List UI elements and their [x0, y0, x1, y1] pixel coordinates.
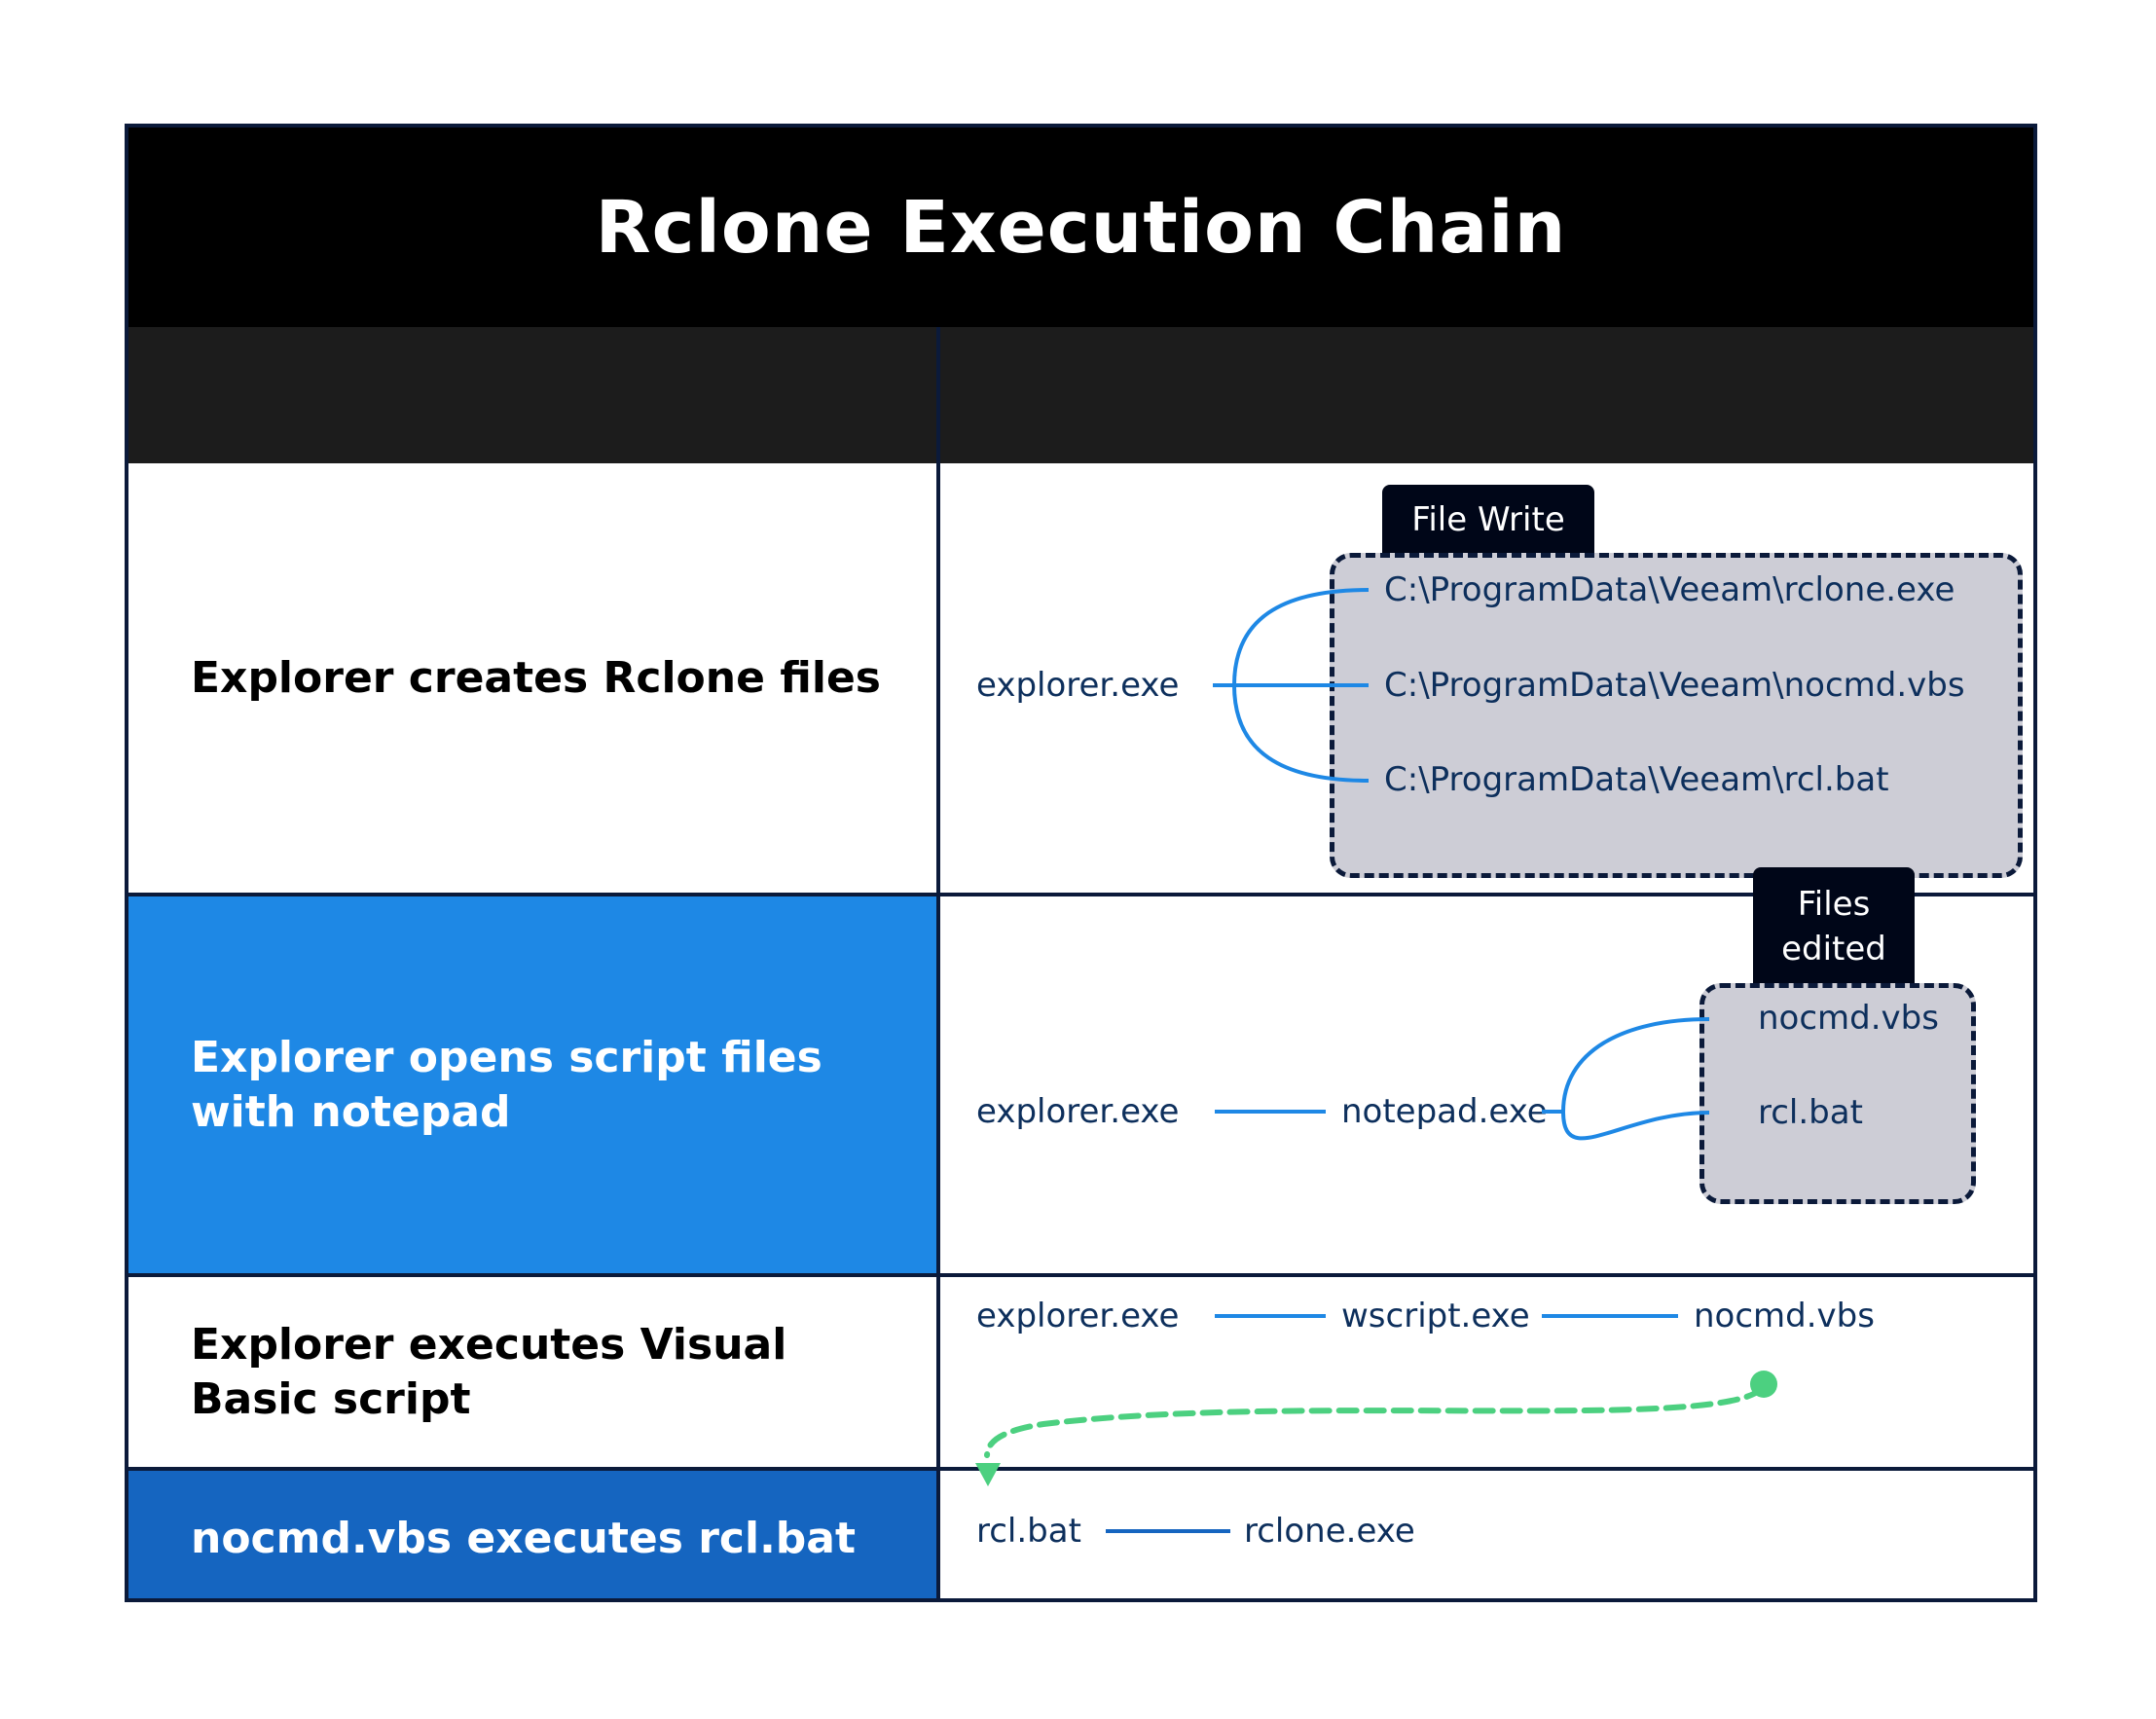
row-4-node-rclone: rclone.exe: [1244, 1512, 1415, 1551]
row-2-file-2: rcl.bat: [1758, 1093, 1863, 1132]
files-edited-group: [1699, 983, 1976, 1204]
row-1-source-node: explorer.exe: [976, 666, 1180, 705]
row-1-file-2: C:\ProgramData\Veeam\nocmd.vbs: [1384, 666, 1965, 705]
row-4-flow-cell: rcl.bat rclone.exe: [940, 1471, 2033, 1598]
title-bar: Rclone Execution Chain: [128, 128, 2033, 327]
row-2-file-1: nocmd.vbs: [1758, 999, 1939, 1038]
row-3-flow-cell: explorer.exe wscript.exe nocmd.vbs: [940, 1277, 2033, 1467]
row-4-connectors: [1106, 1529, 1230, 1533]
row-3: Explorer executes Visual Basic script ex…: [128, 1277, 2033, 1467]
row-2: Explorer opens script files with notepad…: [128, 867, 2033, 1273]
row-1-file-3: C:\ProgramData\Veeam\rcl.bat: [1384, 760, 1889, 799]
row-divider-2: [128, 1273, 2033, 1277]
row-3-node-explorer: explorer.exe: [976, 1297, 1180, 1335]
diagram-frame: Rclone Execution Chain Explorer creates …: [125, 124, 2037, 1602]
row-3-label-cell: Explorer executes Visual Basic script: [128, 1277, 936, 1467]
row-2-node-explorer: explorer.exe: [976, 1092, 1180, 1131]
row-divider-1: [128, 893, 2033, 896]
row-2-branch-1: [1561, 1017, 1710, 1113]
row-4: nocmd.vbs executes rcl.bat rcl.bat rclon…: [128, 1471, 2033, 1598]
row-1-branch-1: [1232, 588, 1370, 686]
row-1-connectors: [1213, 588, 1370, 783]
diagram-title: Rclone Execution Chain: [595, 185, 1567, 270]
row-2-flow-cell: explorer.exe notepad.exe Files edited no…: [940, 867, 2033, 1273]
header-row: [128, 327, 2033, 463]
row-2-branch-2: [1561, 1111, 1710, 1141]
row-3-node-nocmd: nocmd.vbs: [1694, 1297, 1875, 1335]
row-4-label-cell: nocmd.vbs executes rcl.bat: [128, 1471, 936, 1598]
row-2-label: Explorer opens script files with notepad: [191, 1032, 822, 1137]
row-2-connectors: [1215, 1017, 1710, 1141]
row-1-branch-3: [1232, 684, 1370, 783]
column-divider: [936, 327, 940, 1598]
row-1: Explorer creates Rclone files explorer.e…: [128, 463, 2033, 893]
row-4-node-rcl: rcl.bat: [976, 1512, 1081, 1551]
files-edited-tab: Files edited: [1753, 867, 1915, 986]
file-write-tab: File Write: [1382, 485, 1594, 555]
row-1-label-cell: Explorer creates Rclone files: [128, 463, 936, 893]
row-4-label: nocmd.vbs executes rcl.bat: [191, 1513, 857, 1563]
row-divider-3: [128, 1467, 2033, 1471]
file-write-group: [1330, 553, 2023, 878]
row-3-connectors: [1215, 1314, 1678, 1318]
row-2-label-cell: Explorer opens script files with notepad: [128, 896, 936, 1273]
row-1-file-1: C:\ProgramData\Veeam\rclone.exe: [1384, 570, 1955, 609]
row-3-node-wscript: wscript.exe: [1341, 1297, 1530, 1335]
row-1-label: Explorer creates Rclone files: [191, 652, 881, 703]
row-2-node-notepad: notepad.exe: [1341, 1092, 1548, 1131]
row-3-label: Explorer executes Visual Basic script: [191, 1319, 787, 1424]
row-1-flow-cell: explorer.exe File Write C:\ProgramData\V…: [940, 463, 2033, 893]
